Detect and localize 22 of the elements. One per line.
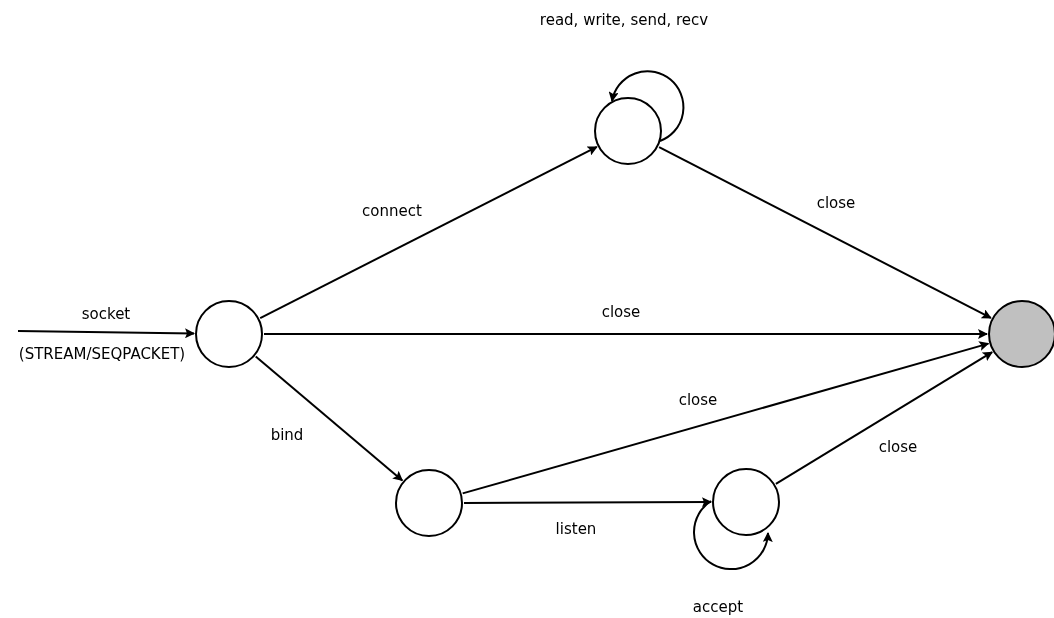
arrow [263,329,988,339]
edge-label: read, write, send, recv [539,11,709,29]
arrow [609,70,685,142]
arrow [254,355,404,482]
edge-label: accept [692,598,744,616]
arrow [461,341,990,495]
state-circle [594,97,662,165]
edge-label: listen [555,520,597,538]
arrow [259,145,598,320]
arrow [658,146,992,319]
edge-label: close [816,194,856,212]
note-label: (STREAM/SEQPACKET) [18,345,186,363]
edge-label: bind [270,426,304,444]
edge-label: socket [81,305,131,323]
edge-label: close [878,438,918,456]
edge-label: close [678,391,718,409]
arrow [463,497,712,508]
edge-label: connect [362,202,422,220]
arrow [693,500,773,571]
arrow [774,351,994,485]
edge-label: close [601,303,641,321]
arrow [17,328,195,339]
